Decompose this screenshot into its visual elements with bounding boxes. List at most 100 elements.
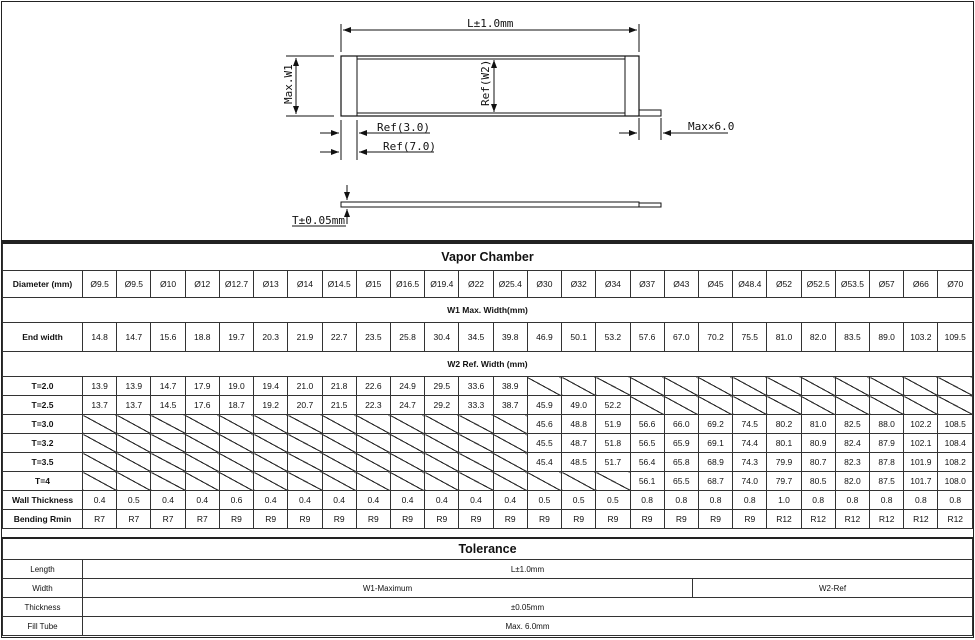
empty-cell [458,452,494,472]
value-cell: 0.8 [629,490,665,510]
value-cell: 69.2 [697,414,734,434]
value-cell: Ø19.4 [424,270,460,298]
empty-cell [355,452,391,472]
value-cell: 108.5 [937,414,973,434]
end-width-row-label: End width [2,322,83,352]
empty-cell [458,414,494,434]
value-cell: 65.5 [663,471,699,491]
value-cell: R9 [663,509,699,529]
length-value: L±1.0mm [82,559,973,579]
value-cell: 83.5 [834,322,871,352]
empty-cell [492,414,528,434]
value-cell: 48.7 [561,433,597,453]
empty-cell [150,471,186,491]
empty-cell [150,433,186,453]
empty-cell [800,395,836,415]
width-w2-value: W2-Ref [692,578,973,598]
value-cell: R9 [732,509,768,529]
value-cell: 19.0 [218,376,255,396]
value-cell: Ø22 [458,270,494,298]
chamber-top-view [340,55,640,117]
value-cell: 80.1 [766,433,802,453]
value-cell: 87.5 [869,471,905,491]
thickness-value: ±0.05mm [82,597,973,617]
w2-section-title: W2 Ref. Width (mm) [2,351,973,377]
t-row-label: T=2.5 [2,395,83,415]
empty-cell [355,433,391,453]
value-cell: 13.9 [81,376,118,396]
value-cell: 45.5 [526,433,563,453]
value-cell: 19.4 [253,376,289,396]
value-cell: 18.8 [184,322,220,352]
value-cell: Ø70 [937,270,973,298]
value-cell: 13.9 [116,376,152,396]
value-cell: 0.4 [287,490,323,510]
value-cell: 29.5 [424,376,460,396]
value-cell: 81.0 [800,414,836,434]
empty-cell [355,414,391,434]
value-cell: 88.0 [869,414,905,434]
value-cell: 80.5 [800,471,836,491]
value-cell: 82.0 [834,471,871,491]
filltube-label: Fill Tube [2,616,83,636]
value-cell: 19.7 [218,322,255,352]
value-cell: 17.6 [184,395,220,415]
value-cell: 69.1 [697,433,734,453]
value-cell: R9 [697,509,734,529]
empty-cell [116,471,152,491]
value-cell: R12 [869,509,905,529]
value-cell: 70.2 [697,322,734,352]
value-cell: 65.9 [663,433,699,453]
ref-w2-label: Ref(W2) [479,60,492,106]
value-cell: 80.2 [766,414,802,434]
value-cell: 0.5 [561,490,597,510]
empty-cell [424,433,460,453]
technical-drawing: L±1.0mm Max.W1 Ref(W2) Ref(3.0) Ref(7.0) [2,2,973,242]
value-cell: 65.8 [663,452,699,472]
value-cell: 48.5 [561,452,597,472]
value-cell: 34.5 [458,322,494,352]
value-cell: 82.5 [834,414,871,434]
empty-cell [663,376,699,396]
tolerance-row-filltube: Fill Tube Max. 6.0mm [2,616,973,636]
empty-cell [766,395,802,415]
empty-cell [287,452,323,472]
empty-cell [321,452,357,472]
value-cell: 0.5 [595,490,631,510]
empty-cell [218,433,255,453]
value-cell: 14.7 [150,376,186,396]
chamber-side-view [340,201,640,208]
value-cell: 51.7 [595,452,631,472]
empty-cell [81,433,118,453]
value-cell: 15.6 [150,322,186,352]
value-cell: 14.8 [81,322,118,352]
value-cell: 21.8 [321,376,357,396]
width-w1-value: W1-Maximum [82,578,693,598]
value-cell: 51.9 [595,414,631,434]
value-cell: 82.0 [800,322,836,352]
empty-cell [184,452,220,472]
value-cell: 56.4 [629,452,665,472]
value-cell: Ø14 [287,270,323,298]
empty-cell [732,376,768,396]
value-cell: 108.2 [937,452,973,472]
value-cell: 0.4 [424,490,460,510]
value-cell: 79.7 [766,471,802,491]
empty-cell [834,395,871,415]
t-row-label: T=3.0 [2,414,83,434]
value-cell: 82.3 [834,452,871,472]
empty-cell [116,433,152,453]
value-cell: 0.4 [389,490,426,510]
value-cell: R9 [253,509,289,529]
value-cell: 17.9 [184,376,220,396]
value-cell: 102.2 [903,414,939,434]
fill-tube [638,109,662,117]
value-cell: Ø48.4 [732,270,768,298]
value-cell: 52.2 [595,395,631,415]
value-cell: 101.7 [903,471,939,491]
